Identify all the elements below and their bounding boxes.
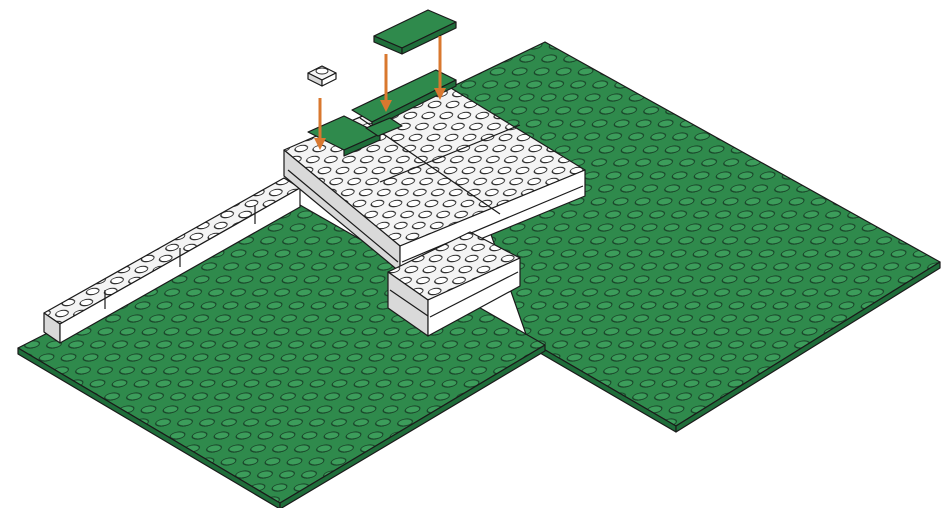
arrow-tile-left-icon — [380, 54, 392, 112]
green-tile — [374, 10, 456, 54]
baseplate-right — [441, 42, 940, 432]
white-plate-1x1 — [308, 66, 336, 86]
arrow-tile-right-icon — [434, 36, 446, 100]
